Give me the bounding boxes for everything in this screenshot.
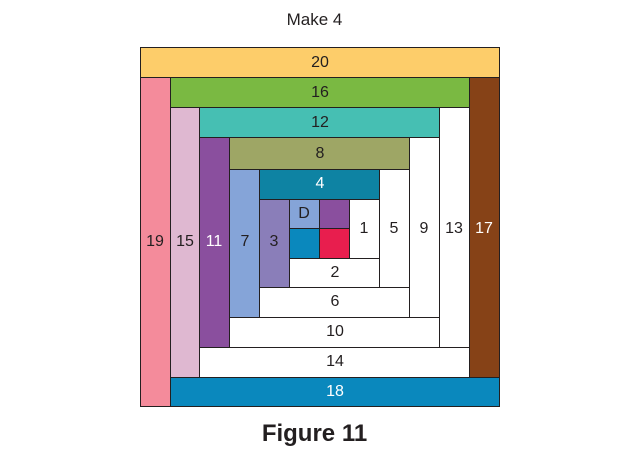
label-11: 11 xyxy=(205,233,223,250)
center-square-blue xyxy=(289,228,320,259)
strip-1 xyxy=(349,199,380,259)
label-1: 1 xyxy=(359,220,369,237)
strip-14 xyxy=(199,347,470,378)
label-3: 3 xyxy=(269,233,279,250)
label-13: 13 xyxy=(445,220,463,237)
label-4: 4 xyxy=(315,175,325,192)
label-12: 12 xyxy=(311,114,329,131)
label-15: 15 xyxy=(176,233,194,250)
label-18: 18 xyxy=(326,383,344,400)
strip-19 xyxy=(140,77,171,407)
label-6: 6 xyxy=(330,293,340,310)
make-4-caption: Make 4 xyxy=(286,10,343,29)
center-square-purple xyxy=(319,199,350,229)
label-16: 16 xyxy=(311,84,329,101)
label-10: 10 xyxy=(326,323,344,340)
figure-caption: Figure 11 xyxy=(261,420,368,447)
label-14: 14 xyxy=(326,353,344,370)
strip-17 xyxy=(469,77,500,378)
label-9: 9 xyxy=(419,220,429,237)
strip-11 xyxy=(199,137,230,348)
strip-12 xyxy=(199,107,440,138)
center-square-red xyxy=(319,228,350,259)
label-19: 19 xyxy=(146,233,164,250)
label-8: 8 xyxy=(315,145,325,162)
label-d: D xyxy=(298,205,310,222)
strip-18 xyxy=(170,377,500,407)
label-5: 5 xyxy=(389,220,399,237)
label-7: 7 xyxy=(240,233,250,250)
strip-2 xyxy=(289,258,380,288)
strip-10 xyxy=(229,317,440,348)
label-17: 17 xyxy=(475,220,493,237)
strip-8 xyxy=(229,137,410,170)
label-20: 20 xyxy=(311,54,329,71)
label-2: 2 xyxy=(330,264,340,281)
strip-4 xyxy=(259,169,380,200)
